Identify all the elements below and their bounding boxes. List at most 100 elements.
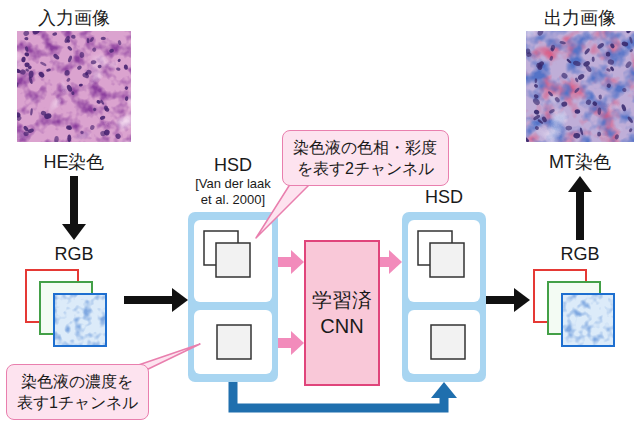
cell-nucleus bbox=[89, 36, 95, 42]
cell-nucleus bbox=[91, 47, 97, 53]
cell-nucleus bbox=[99, 115, 106, 121]
citation: [Van der laak et al. 2000] bbox=[190, 176, 276, 208]
cell-nucleus bbox=[64, 35, 71, 44]
cell-nucleus bbox=[572, 60, 581, 67]
rgb-stack: RGB bbox=[24, 240, 124, 352]
cell-nucleus bbox=[52, 32, 57, 36]
block-heading: HSD[Van der laak et al. 2000] bbox=[168, 154, 298, 208]
arrow-head bbox=[62, 224, 86, 240]
cell-nucleus bbox=[117, 40, 122, 46]
blue-channel bbox=[562, 294, 614, 346]
cell-nucleus bbox=[597, 42, 605, 50]
cell-nucleus bbox=[628, 128, 633, 133]
tissue-texture bbox=[526, 31, 634, 142]
arrow-shaft bbox=[278, 338, 292, 348]
rgb-channel-stack bbox=[534, 270, 614, 346]
cell-nucleus bbox=[117, 58, 121, 62]
cell-nucleus bbox=[76, 65, 82, 71]
arrow-head bbox=[291, 331, 304, 355]
cell-nucleus bbox=[585, 99, 592, 106]
cell-nucleus bbox=[621, 41, 628, 47]
cell-nucleus bbox=[24, 46, 29, 52]
stain-caption: HE染色 bbox=[43, 150, 104, 176]
cell-nucleus bbox=[96, 100, 101, 105]
rgb-channel-stack bbox=[26, 270, 106, 346]
cell-nucleus bbox=[116, 67, 121, 71]
arrow-shaft bbox=[380, 257, 390, 267]
image-heading: 入力画像 bbox=[38, 4, 110, 30]
cell-nucleus bbox=[533, 83, 538, 88]
cell-nucleus bbox=[79, 83, 83, 86]
flow-arrow bbox=[486, 288, 530, 312]
cell-nucleus bbox=[551, 45, 556, 51]
cell-nucleus bbox=[93, 107, 97, 111]
cell-nucleus bbox=[114, 133, 121, 140]
callout-box: 染色液の色相・彩度を表す2チャンネル bbox=[282, 130, 449, 186]
cell-nucleus bbox=[89, 124, 95, 131]
cell-nucleus bbox=[614, 134, 620, 140]
color-space-label: RGB bbox=[560, 240, 599, 265]
block-title: HSD bbox=[425, 186, 463, 208]
cell-nucleus bbox=[597, 132, 601, 137]
tissue-lumen bbox=[526, 31, 634, 142]
cell-nucleus bbox=[533, 114, 541, 121]
cell-nucleus bbox=[537, 31, 545, 37]
cell-nucleus bbox=[532, 97, 541, 107]
flow-arrow bbox=[62, 176, 86, 240]
hsd-panel bbox=[402, 212, 486, 382]
cell-nucleus bbox=[23, 31, 30, 37]
arrow-head bbox=[568, 176, 592, 192]
arrow-shaft bbox=[70, 176, 78, 225]
cell-nucleus bbox=[32, 31, 41, 35]
channel-square bbox=[216, 243, 250, 277]
cell-nucleus bbox=[17, 82, 19, 88]
cell-nucleus bbox=[526, 136, 530, 142]
cell-nucleus bbox=[577, 73, 585, 81]
cell-nucleus bbox=[52, 53, 60, 60]
cell-nucleus bbox=[27, 65, 32, 70]
flow-arrow bbox=[124, 288, 188, 312]
cell-nucleus bbox=[66, 84, 73, 93]
arrow-shaft bbox=[576, 191, 584, 240]
callout-text: 染色液の濃度を表す1チャンネル bbox=[15, 371, 140, 413]
arrow-head bbox=[431, 382, 457, 398]
cnn-box: 学習済 CNN bbox=[304, 240, 380, 386]
cell-nucleus bbox=[66, 77, 71, 82]
cell-nucleus bbox=[622, 88, 627, 93]
cell-nucleus bbox=[607, 58, 615, 65]
hsd-block-art bbox=[402, 212, 486, 382]
cell-nucleus bbox=[90, 60, 96, 65]
channel-square bbox=[217, 325, 251, 359]
arrow-head bbox=[514, 288, 530, 312]
tissue-texture bbox=[17, 31, 131, 142]
cell-nucleus bbox=[548, 108, 555, 114]
cell-nucleus bbox=[27, 128, 34, 134]
cell-nucleus bbox=[592, 101, 599, 107]
cell-nucleus bbox=[533, 109, 540, 115]
channel-group bbox=[408, 310, 480, 374]
cell-nucleus bbox=[629, 49, 633, 53]
cell-nucleus bbox=[64, 70, 70, 76]
input-image: 入力画像 HE染色 bbox=[14, 4, 134, 176]
cell-nucleus bbox=[605, 51, 610, 57]
channel-group bbox=[408, 220, 480, 302]
cell-nucleus bbox=[40, 61, 47, 67]
cell-nucleus bbox=[621, 104, 627, 112]
cell-nucleus bbox=[28, 71, 33, 79]
arrow-head bbox=[172, 288, 188, 312]
channel-texture bbox=[562, 294, 614, 346]
cell-nucleus bbox=[592, 57, 595, 63]
cell-nucleus bbox=[560, 72, 568, 80]
rgb-stack: RGB bbox=[530, 240, 630, 352]
cell-nucleus bbox=[21, 57, 26, 63]
output-image: 出力画像MT染色 bbox=[523, 4, 637, 176]
cell-nucleus bbox=[534, 125, 540, 130]
cell-nucleus bbox=[565, 126, 572, 131]
cell-nucleus bbox=[67, 45, 73, 51]
cell-nucleus bbox=[124, 86, 129, 91]
cell-nucleus bbox=[626, 31, 632, 34]
cell-nucleus bbox=[67, 125, 72, 130]
tissue-nuclei bbox=[17, 31, 129, 142]
